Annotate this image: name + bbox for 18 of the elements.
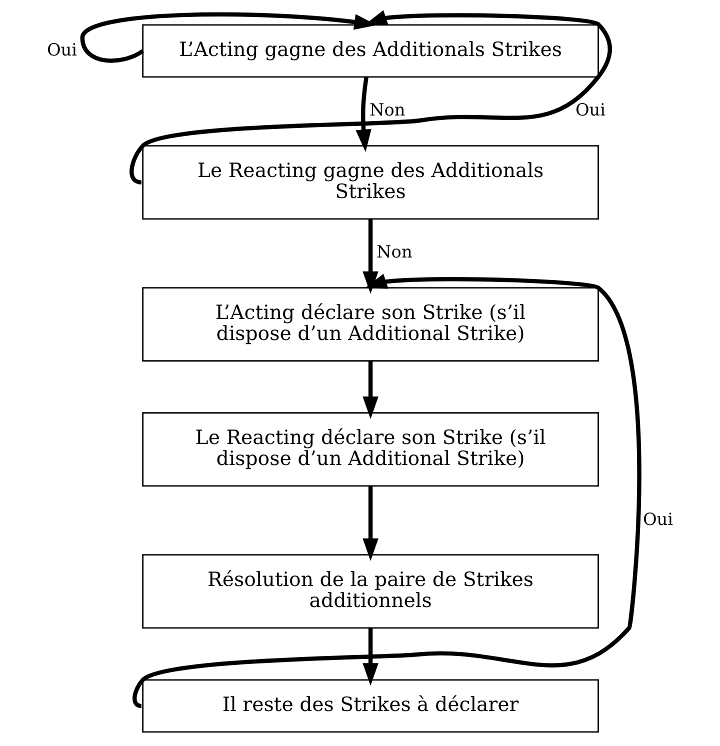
arrow (130, 10, 612, 184)
arrow (362, 219, 378, 294)
edge-label: Non (376, 242, 412, 262)
node-box: Le Reacting gagne des Additionals Strikes (142, 145, 599, 220)
node-box: Le Reacting déclare son Strike (s’il dispose d’un Additional Strike) (142, 412, 599, 487)
edge-label: Oui (575, 100, 606, 120)
edge-label: Oui (46, 39, 78, 60)
node-box: L’Acting déclare son Strike (s’il dispose d’un Additional Strike) (142, 287, 599, 362)
arrow (362, 486, 378, 561)
node-box: L’Acting gagne des Additionals Strikes (142, 24, 599, 78)
arrow (356, 76, 372, 152)
node-box: Il reste des Strikes à déclarer (142, 679, 599, 733)
edge-label: Non (370, 100, 406, 120)
arrow (362, 628, 378, 686)
arrow (362, 361, 378, 420)
node-box: Résolution de la paire de Strikes additionnels (142, 554, 599, 629)
edge-label: Oui (642, 508, 674, 529)
arrow (80, 12, 377, 63)
